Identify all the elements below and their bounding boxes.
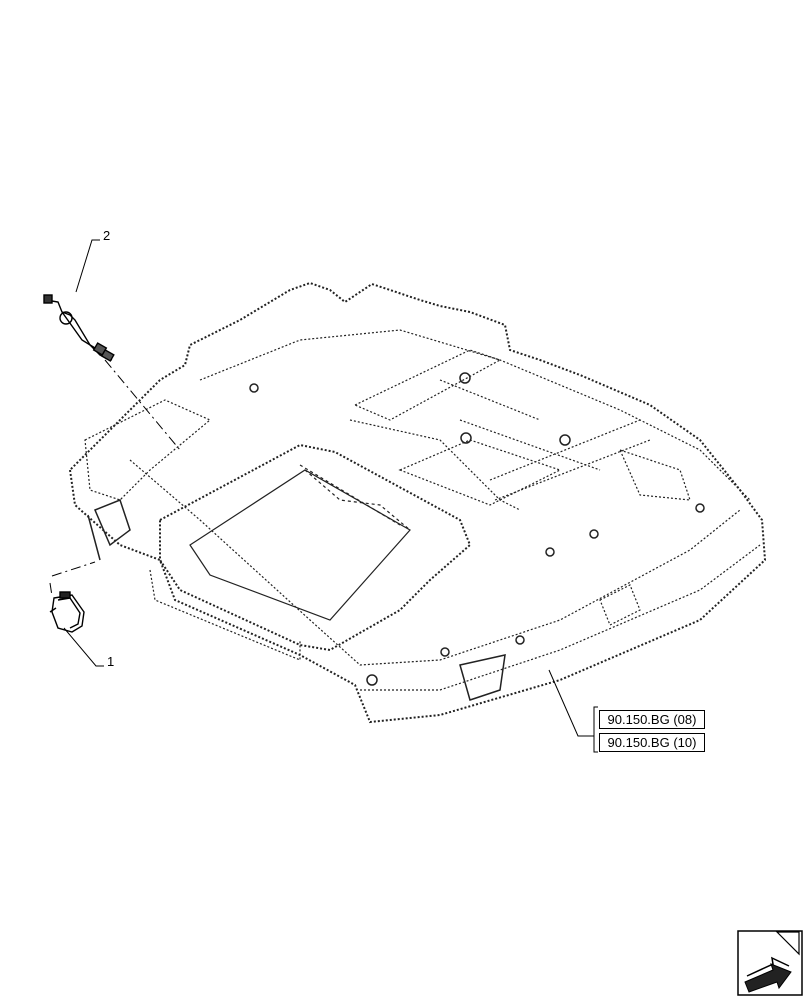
arrow-icon[interactable] bbox=[737, 930, 803, 996]
roof-rear-lamp bbox=[459, 654, 506, 701]
roof-hatch-seal bbox=[299, 464, 411, 531]
lamp-part-1 bbox=[49, 591, 85, 633]
reference-code-08[interactable]: 90.150.BG (08) bbox=[599, 710, 705, 729]
roof-lamp-bracket bbox=[87, 499, 131, 561]
roof-hatch-glass bbox=[189, 469, 411, 621]
leader-reference bbox=[548, 669, 594, 737]
leader-callout-2 bbox=[75, 239, 100, 293]
roof-hatch-frame bbox=[159, 443, 472, 652]
roof-front-skirt bbox=[149, 544, 761, 691]
reference-code-10[interactable]: 90.150.BG (10) bbox=[599, 733, 705, 752]
callout-number-1: 1 bbox=[107, 654, 115, 669]
roof-inner-rim bbox=[129, 329, 751, 666]
roof-bolts bbox=[249, 372, 705, 686]
assembly-lines bbox=[49, 359, 181, 597]
callout-number-2: 2 bbox=[103, 228, 111, 243]
leader-callout-1 bbox=[63, 627, 104, 667]
leader-lines bbox=[63, 239, 594, 737]
reference-bracket bbox=[593, 706, 598, 753]
roof-ribs bbox=[349, 349, 651, 511]
roof-left-trim bbox=[84, 399, 212, 501]
harness-part-2 bbox=[43, 294, 115, 362]
roof-right-brackets bbox=[599, 449, 691, 626]
roof-outline bbox=[68, 281, 767, 724]
